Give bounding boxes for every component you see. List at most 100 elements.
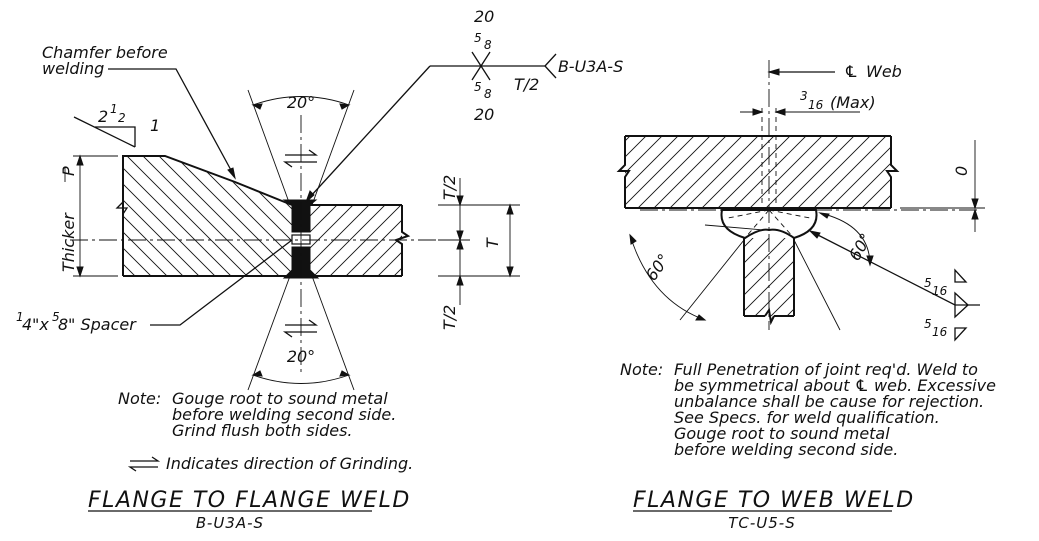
ws-top-angle: 20 — [474, 7, 494, 26]
fillet-symbols — [954, 268, 969, 342]
hatch-line — [744, 238, 786, 280]
hatch-line — [861, 178, 891, 208]
hatch-line — [373, 205, 402, 276]
hatch-line — [123, 156, 236, 276]
right-note-line: before welding second side. — [674, 440, 898, 459]
left-detail: 20° 20° 2 1 2 1 Chamfer before welding T… — [16, 7, 623, 532]
hatch-line — [653, 136, 727, 208]
fillet-top-den: 16 — [932, 284, 948, 298]
hatch-line — [863, 235, 948, 320]
fillet-top-num: 5 — [924, 276, 932, 290]
grinding-legend-arrow — [127, 456, 161, 472]
weld-symbol-arrow-line — [309, 65, 431, 198]
dim-total: T — [483, 237, 502, 248]
ws-bottom-angle: 20 — [474, 105, 494, 124]
hatch-line — [310, 205, 327, 276]
thicker-plate-hatch — [123, 150, 523, 280]
left-subtitle: B-U3A-S — [196, 514, 264, 532]
web-cl-symbol: ℄ — [844, 62, 858, 81]
dim-half-bottom: T/2 — [440, 305, 459, 330]
hatch-line — [625, 136, 695, 206]
right-note-prefix: Note: — [620, 360, 663, 379]
hatch-line — [829, 146, 891, 208]
weld-symbol: 20 5 8 5 8 20 T/2 B-U3A-S — [305, 7, 623, 203]
chamfer-label-1: Chamfer before — [42, 43, 168, 62]
web-cl-arrowhead — [767, 68, 780, 76]
weld-inner-lines — [727, 209, 811, 239]
hatch-line — [123, 156, 252, 276]
weld-symbol-arrowhead — [305, 190, 315, 203]
chamfer-arrowhead — [227, 167, 236, 180]
spacer-label-f: " Spacer — [68, 315, 137, 334]
weld-symbol-groove — [471, 51, 491, 81]
hatch-line — [168, 156, 292, 276]
angle-arc-top — [252, 96, 350, 106]
hatch-line — [744, 260, 794, 312]
hatch-line — [152, 156, 284, 276]
hatch-line — [770, 292, 794, 316]
fillet-arrowhead — [808, 230, 821, 239]
right-note-line: be symmetrical about ℄ web. Excessive — [674, 376, 996, 395]
slope-rise: 1 — [150, 116, 160, 135]
web-outline — [743, 238, 795, 326]
hatch-line — [123, 156, 156, 276]
right-subtitle: TC-U5-S — [728, 514, 796, 532]
hatch-line — [655, 235, 740, 320]
left-title: FLANGE TO FLANGE WELD — [88, 488, 411, 513]
chamfer-leader — [108, 68, 233, 173]
dim-zero: 0 — [952, 166, 971, 176]
right-note-line: Gouge root to sound metal — [674, 424, 890, 443]
angle-bottom-label: 20° — [287, 347, 315, 366]
ws-bottom-size-den: 8 — [484, 87, 492, 101]
hatch-line — [345, 150, 475, 280]
gap-den: 16 — [808, 98, 824, 112]
angle-top-label: 20° — [287, 93, 315, 112]
spacer-label-d: 5 — [52, 310, 60, 324]
thicker-dim-arrows — [76, 154, 84, 278]
right-note-line: Full Penetration of joint req'd. Weld to — [674, 360, 978, 379]
slope-triangle — [73, 116, 136, 148]
hatch-line — [123, 156, 220, 276]
web-hatch — [655, 235, 964, 320]
thicker-dim-line — [73, 155, 118, 277]
flange-hatch — [538, 130, 891, 212]
hatch-line — [701, 136, 775, 208]
slope-run-frac2: 2 — [118, 111, 126, 125]
spacer-label-e: 8 — [58, 315, 68, 334]
hatch-line — [310, 205, 391, 276]
hatch-line — [377, 150, 507, 280]
groove-lines-top — [247, 89, 355, 206]
left-note-prefix: Note: — [118, 389, 161, 408]
hatch-line — [797, 136, 871, 208]
hatch-line — [625, 136, 647, 158]
dim-half-top: T/2 — [440, 175, 459, 200]
t-half-arrows — [456, 195, 464, 286]
ws-bottom-size-num: 5 — [474, 80, 482, 94]
thinner-plate-outline — [310, 204, 411, 277]
angle-left-label: 60° — [642, 250, 674, 284]
hatch-line — [123, 156, 204, 276]
hatch-line — [813, 136, 887, 208]
hatch-line — [361, 150, 491, 280]
ws-top-size-num: 5 — [474, 31, 482, 45]
left-note-line: Grind flush both sides. — [172, 421, 353, 440]
t-total-arrows — [506, 203, 514, 278]
weld-symbol-tail — [544, 53, 557, 79]
ws-tail-depth: T/2 — [514, 75, 539, 94]
right-detail: ℄ Web 3 16 (Max) 0 60° 60° 5 16 5 16 Not… — [538, 60, 996, 532]
groove-lines-bottom — [247, 275, 355, 391]
gap-num: 3 — [800, 89, 808, 103]
hatch-line — [781, 136, 855, 208]
hatch-line — [749, 136, 823, 208]
hatch-line — [625, 136, 679, 190]
hatch-line — [538, 130, 620, 212]
right-note-line: unbalance shall be cause for rejection. — [674, 392, 984, 411]
zero-dim-arrows — [971, 198, 979, 220]
hatch-line — [879, 235, 964, 320]
thicker-plate-outline — [122, 155, 293, 277]
right-title: FLANGE TO WEB WELD — [633, 488, 915, 513]
t-dim-extensions — [438, 204, 520, 277]
ws-top-size-den: 8 — [484, 38, 492, 52]
hatch-line — [393, 150, 523, 280]
